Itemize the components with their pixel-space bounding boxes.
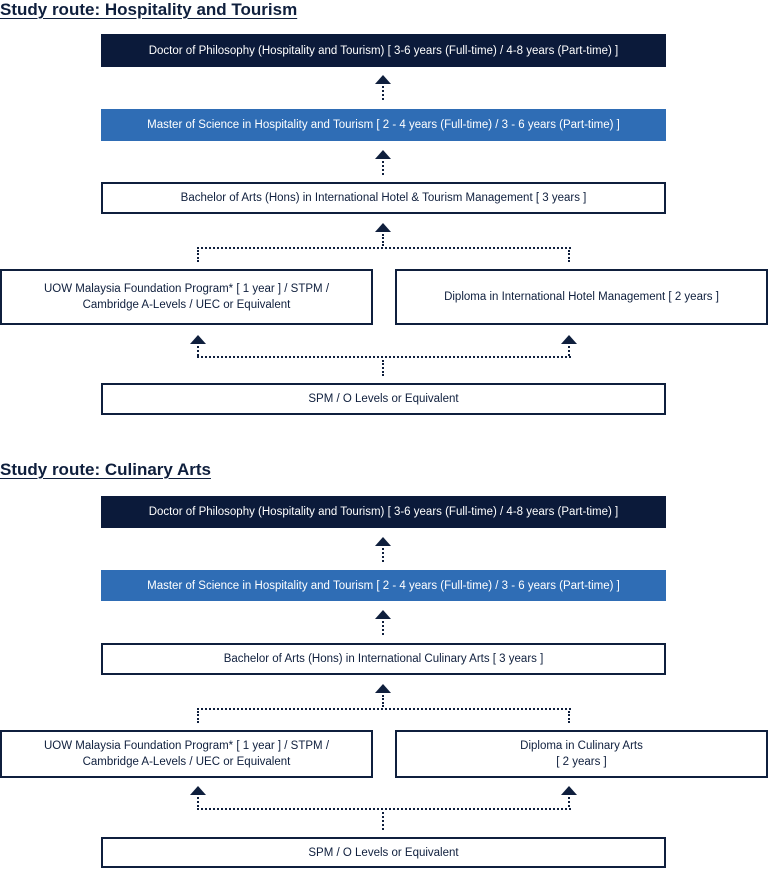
arrow-up-icon: [375, 150, 391, 159]
arrow-up-icon: [375, 684, 391, 693]
connector-dots: [382, 621, 384, 635]
arrow-up-icon: [375, 223, 391, 232]
connector-dots: [197, 346, 199, 356]
arrow-up-icon: [190, 786, 206, 795]
arrow-up-icon: [375, 610, 391, 619]
master-box: Master of Science in Hospitality and Tou…: [101, 109, 666, 141]
connector-dots: [197, 708, 571, 710]
entry-box: SPM / O Levels or Equivalent: [101, 837, 666, 868]
connector-dots: [382, 234, 384, 246]
phd-label: Doctor of Philosophy (Hospitality and To…: [148, 506, 619, 518]
arrow-up-icon: [561, 786, 577, 795]
bachelor-label: Bachelor of Arts (Hons) in International…: [180, 192, 587, 204]
phd-box: Doctor of Philosophy (Hospitality and To…: [101, 34, 666, 67]
connector-dots: [197, 797, 199, 807]
diploma-box: Diploma in Culinary Arts [ 2 years ]: [395, 730, 768, 778]
route-title: Study route: Culinary Arts: [0, 460, 211, 479]
connector-dots: [197, 711, 199, 723]
master-label: Master of Science in Hospitality and Tou…: [147, 579, 620, 592]
master-label: Master of Science in Hospitality and Tou…: [147, 119, 620, 131]
foundation-box: UOW Malaysia Foundation Program* [ 1 yea…: [0, 269, 373, 325]
bachelor-label: Bachelor of Arts (Hons) in International…: [223, 653, 544, 665]
arrow-up-icon: [190, 335, 206, 344]
connector-dots: [568, 250, 570, 262]
arrow-up-icon: [375, 75, 391, 84]
connector-dots: [382, 812, 384, 830]
connector-dots: [382, 360, 384, 376]
diploma-line-1: Diploma in International Hotel Managemen…: [444, 291, 719, 303]
connector-dots: [382, 548, 384, 562]
foundation-line-1: UOW Malaysia Foundation Program* [ 1 yea…: [43, 283, 330, 295]
connector-dots: [382, 161, 384, 175]
phd-label: Doctor of Philosophy (Hospitality and To…: [148, 44, 619, 57]
entry-box: SPM / O Levels or Equivalent: [101, 383, 666, 415]
connector-dots: [197, 247, 571, 249]
arrow-up-icon: [375, 537, 391, 546]
diploma-line-2: [ 2 years ]: [556, 756, 607, 768]
diploma-line-1: Diploma in Culinary Arts: [520, 740, 643, 752]
study-route-hospitality: Study route: Hospitality and Tourism Doc…: [0, 0, 768, 430]
phd-box: Doctor of Philosophy (Hospitality and To…: [101, 496, 666, 528]
study-route-culinary: Study route: Culinary Arts Doctor of Phi…: [0, 460, 768, 869]
route-title: Study route: Hospitality and Tourism: [0, 0, 298, 19]
arrow-up-icon: [561, 335, 577, 344]
bachelor-box: Bachelor of Arts (Hons) in International…: [101, 643, 666, 675]
master-box: Master of Science in Hospitality and Tou…: [101, 570, 666, 601]
foundation-line-1: UOW Malaysia Foundation Program* [ 1 yea…: [43, 740, 330, 752]
connector-dots: [197, 356, 571, 358]
diploma-box: Diploma in International Hotel Managemen…: [395, 269, 768, 325]
bachelor-box: Bachelor of Arts (Hons) in International…: [101, 182, 666, 214]
foundation-box: UOW Malaysia Foundation Program* [ 1 yea…: [0, 730, 373, 778]
connector-dots: [382, 695, 384, 707]
connector-dots: [197, 250, 199, 262]
foundation-line-2: Cambridge A-Levels / UEC or Equivalent: [82, 756, 291, 768]
entry-label: SPM / O Levels or Equivalent: [308, 846, 459, 859]
foundation-line-2: Cambridge A-Levels / UEC or Equivalent: [82, 299, 291, 311]
connector-dots: [568, 797, 570, 807]
connector-dots: [568, 711, 570, 723]
connector-dots: [568, 346, 570, 356]
connector-dots: [197, 808, 571, 810]
connector-dots: [382, 86, 384, 100]
entry-label: SPM / O Levels or Equivalent: [308, 393, 459, 405]
